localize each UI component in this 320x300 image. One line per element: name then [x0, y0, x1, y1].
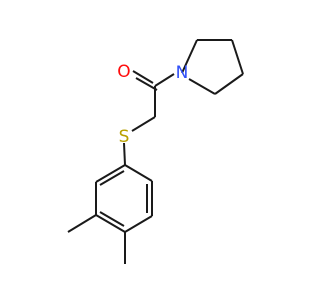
bond-methyl-3 [67, 214, 97, 233]
bond-ar3-ar4 [124, 215, 153, 233]
bonds [67, 39, 244, 264]
bond-carbonyl-o-b [135, 77, 158, 91]
bond-c2-c3 [231, 39, 244, 75]
bond-ch2-s [131, 116, 156, 132]
bond-ar6-ar1-inner [99, 170, 125, 186]
bond-c4-n [188, 78, 216, 95]
bond-n-c1 [181, 39, 198, 74]
nitrogen-label: N [176, 63, 189, 83]
bond-ar4-ar5 [95, 214, 126, 233]
atom-labels: O N S [117, 62, 188, 147]
molecule-structure: O N S [67, 39, 244, 264]
bond-c3-c4 [214, 73, 244, 95]
bond-ar1-ar2 [124, 164, 153, 182]
bond-n-carbonyl [154, 73, 175, 87]
oxygen-label: O [117, 62, 130, 82]
bond-ar6-ar1 [95, 164, 126, 183]
bond-s-aryl [123, 142, 126, 166]
bond-carbonyl-o-a [132, 70, 154, 84]
bond-ar4-ar5-inner [99, 211, 125, 227]
sulfur-label: S [119, 127, 130, 147]
